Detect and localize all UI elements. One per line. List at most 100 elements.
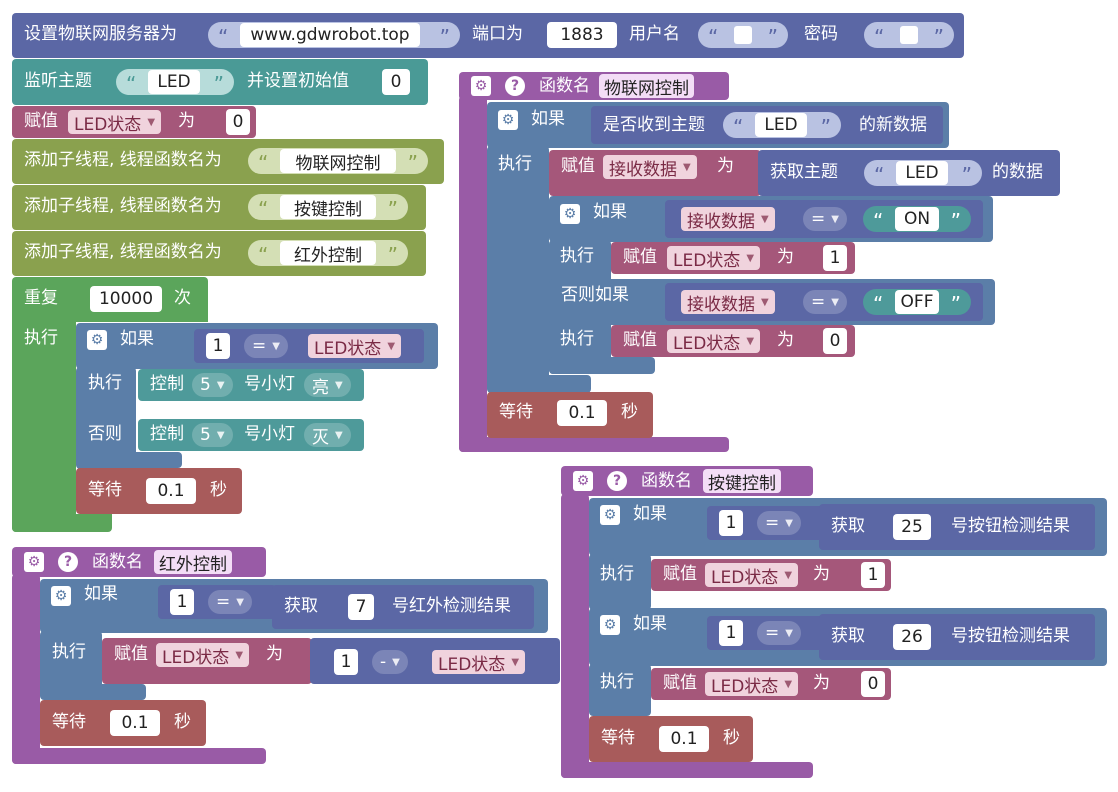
led-state-variable[interactable]: LED状态▼	[705, 672, 799, 697]
init-value-input[interactable]: 0	[382, 69, 410, 95]
lamp-state-dropdown[interactable]: 亮▼	[304, 373, 351, 398]
thread-name-input[interactable]: 红外控制	[280, 241, 376, 266]
gear-icon[interactable]: ⚙	[51, 586, 71, 606]
wait-seconds-input[interactable]: 0.1	[146, 478, 196, 504]
function-name-input[interactable]: 物联网控制	[599, 74, 694, 99]
function-name-input[interactable]: 按键控制	[703, 469, 781, 494]
received-topic-block[interactable]: 是否收到主题 “ LED ” 的新数据	[591, 106, 943, 144]
operator-dropdown[interactable]: =▼	[803, 207, 847, 231]
thread-block-1[interactable]: 添加子线程, 线程函数名为 “ 物联网控制 ”	[12, 139, 444, 184]
inner-elseif-block[interactable]: 否则如果 接收数据▼ =▼ “ OFF ”	[549, 279, 995, 325]
gear-icon[interactable]: ⚙	[600, 615, 620, 635]
thread-name-string[interactable]: “ 物联网控制 ”	[248, 148, 428, 174]
inner-if-block[interactable]: ⚙ 如果 接收数据▼ =▼ “ ON ”	[549, 196, 993, 242]
wait-seconds-input[interactable]: 0.1	[110, 710, 160, 736]
assign-recv-block[interactable]: 赋值 接收数据▼ 为	[549, 150, 761, 196]
compare-block[interactable]: 接收数据▼ =▼ “ ON ”	[665, 200, 983, 238]
compare-left-value[interactable]: 1	[206, 333, 230, 359]
assign-on-block[interactable]: 赋值 LED状态▼ 为 1	[611, 242, 855, 274]
wait-block[interactable]: 等待 0.1 秒	[589, 716, 753, 762]
on-input[interactable]: ON	[895, 207, 939, 231]
thread-name-string[interactable]: “ 按键控制 ”	[248, 194, 408, 220]
thread-name-input[interactable]: 物联网控制	[280, 149, 396, 174]
led-state-variable[interactable]: LED状态▼	[156, 643, 250, 668]
help-icon[interactable]: ?	[505, 76, 525, 96]
func-iot-block[interactable]: ⚙ ? 函数名 物联网控制	[459, 72, 729, 100]
recv-data-variable[interactable]: 接收数据▼	[681, 207, 775, 232]
wait-block[interactable]: 等待 0.1 秒	[40, 700, 206, 746]
help-icon[interactable]: ?	[607, 471, 627, 491]
recv-data-variable[interactable]: 接收数据▼	[603, 155, 697, 180]
compare-block[interactable]: 1 =▼	[707, 616, 825, 650]
username-string[interactable]: “ ”	[698, 22, 788, 48]
off-input[interactable]: OFF	[895, 290, 939, 314]
port-input[interactable]: 1883	[547, 22, 617, 48]
math-operator-dropdown[interactable]: -▼	[372, 650, 408, 674]
gear-icon[interactable]: ⚙	[560, 204, 580, 224]
lamp-on-block[interactable]: 控制 5▼ 号小灯 亮▼	[138, 369, 364, 401]
button-pin-input[interactable]: 25	[893, 514, 931, 540]
assign-led-block[interactable]: 赋值 LED状态▼ 为 0	[12, 106, 256, 138]
ir-if-block[interactable]: ⚙ 如果 1 =▼ 获取 7 号红外检测结果	[40, 579, 548, 633]
server-string[interactable]: “ www.gdwrobot.top ”	[208, 22, 460, 48]
key-if-block-2[interactable]: ⚙ 如果 1 =▼ 获取 26 号按钮检测结果	[589, 608, 1107, 666]
repeat-block[interactable]: 重复 10000 次	[12, 277, 208, 322]
server-input[interactable]: www.gdwrobot.top	[240, 23, 420, 47]
get-topic-block[interactable]: 获取主题 “ LED ” 的数据	[758, 150, 1060, 196]
password-string[interactable]: “ ”	[864, 22, 954, 48]
if-block[interactable]: ⚙ 如果 1 =▼ LED状态▼	[76, 323, 438, 369]
function-name-input[interactable]: 红外控制	[154, 550, 232, 575]
ir-sensor-block[interactable]: 获取 7 号红外检测结果	[272, 585, 534, 629]
compare-block[interactable]: 1 =▼	[158, 585, 276, 619]
assign-off-block[interactable]: 赋值 LED状态▼ 为 0	[611, 325, 855, 357]
compare-block[interactable]: 1 =▼ LED状态▼	[194, 329, 424, 363]
led-init-value[interactable]: 0	[226, 109, 250, 135]
operator-dropdown[interactable]: =▼	[244, 334, 288, 358]
value-input[interactable]: 0	[823, 328, 847, 354]
func-ir-block[interactable]: ⚙ ? 函数名 红外控制	[12, 547, 266, 577]
iot-if-block[interactable]: ⚙ 如果 是否收到主题 “ LED ” 的新数据	[487, 102, 949, 148]
thread-block-2[interactable]: 添加子线程, 线程函数名为 “ 按键控制 ”	[12, 185, 426, 230]
led-state-variable[interactable]: LED状态▼	[68, 110, 162, 135]
led-state-variable[interactable]: LED状态▼	[705, 563, 799, 588]
compare-left-value[interactable]: 1	[719, 510, 743, 536]
value-input[interactable]: 1	[823, 245, 847, 271]
topic-input[interactable]: LED	[896, 161, 948, 185]
username-input[interactable]	[734, 26, 752, 44]
recv-data-variable[interactable]: 接收数据▼	[681, 290, 775, 315]
wait-block[interactable]: 等待 0.1 秒	[487, 392, 653, 438]
compare-left-value[interactable]: 1	[719, 620, 743, 646]
value-input[interactable]: 1	[861, 562, 885, 588]
operator-dropdown[interactable]: =▼	[208, 590, 252, 614]
on-string[interactable]: “ ON ”	[863, 206, 971, 232]
topic-input[interactable]: LED	[755, 113, 807, 137]
led-state-variable[interactable]: LED状态▼	[667, 246, 761, 271]
value-input[interactable]: 0	[861, 671, 885, 697]
wait-block[interactable]: 等待 0.1 秒	[76, 468, 242, 514]
topic-string[interactable]: “ LED ”	[864, 160, 982, 186]
ir-math-block[interactable]: 1 -▼ LED状态▼	[310, 638, 560, 684]
topic-input[interactable]: LED	[148, 70, 200, 94]
key-if-block-1[interactable]: ⚙ 如果 1 =▼ 获取 25 号按钮检测结果	[589, 498, 1107, 556]
wait-seconds-input[interactable]: 0.1	[557, 400, 607, 426]
subscribe-block[interactable]: 监听主题 “ LED ” 并设置初始值 0	[12, 59, 428, 105]
led-state-variable[interactable]: LED状态▼	[308, 334, 402, 359]
thread-name-string[interactable]: “ 红外控制 ”	[248, 240, 408, 266]
gear-icon[interactable]: ⚙	[471, 76, 491, 96]
password-input[interactable]	[900, 26, 918, 44]
topic-string[interactable]: “ LED ”	[723, 112, 841, 138]
key-assign-block-2[interactable]: 赋值 LED状态▼ 为 0	[651, 668, 891, 700]
gear-icon[interactable]: ⚙	[600, 505, 620, 525]
led-state-variable[interactable]: LED状态▼	[432, 650, 526, 675]
button-pin-input[interactable]: 26	[893, 624, 931, 650]
operator-dropdown[interactable]: =▼	[757, 621, 801, 645]
repeat-count-input[interactable]: 10000	[90, 286, 162, 312]
led-state-variable[interactable]: LED状态▼	[667, 329, 761, 354]
compare-block[interactable]: 1 =▼	[707, 506, 825, 540]
gear-icon[interactable]: ⚙	[87, 330, 107, 350]
lamp-state-dropdown[interactable]: 灭▼	[304, 423, 351, 448]
lamp-off-block[interactable]: 控制 5▼ 号小灯 灭▼	[138, 419, 364, 451]
key-assign-block-1[interactable]: 赋值 LED状态▼ 为 1	[651, 559, 891, 591]
gear-icon[interactable]: ⚙	[498, 110, 518, 130]
operator-dropdown[interactable]: =▼	[757, 511, 801, 535]
